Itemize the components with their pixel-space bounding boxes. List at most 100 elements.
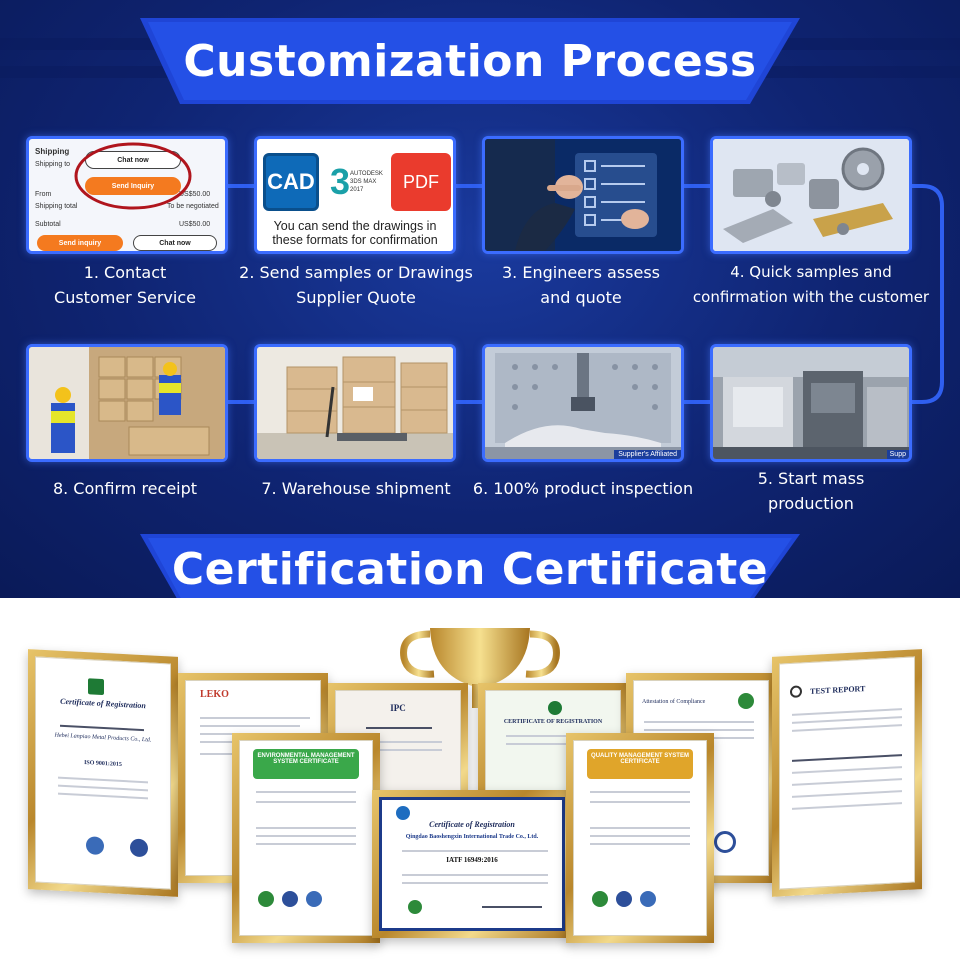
cert-text-line	[590, 843, 690, 845]
certificate-paper: Certificate of Registration Qingdao Baos…	[379, 797, 565, 931]
certificate-frame-test-report: TEST REPORT	[772, 649, 922, 897]
production-illustration	[713, 347, 909, 459]
cert-text-line	[644, 729, 754, 731]
chat-now-bottom-button[interactable]: Chat now	[133, 235, 217, 251]
step5-caption: 5. Start mass production	[700, 466, 922, 516]
price-1: US$50.00	[179, 191, 211, 198]
step8-caption: 8. Confirm receipt	[20, 476, 230, 501]
pdf-icon: PDF	[391, 153, 451, 211]
step4-line2: confirmation with the customer	[692, 288, 930, 306]
cert-text-line	[256, 791, 356, 793]
env-logo-icon	[258, 891, 274, 907]
autodesk-3dsmax-icon: 3 AUTODESK 3DS MAX 2017	[325, 153, 385, 211]
connector-line	[456, 184, 484, 188]
iaf-logo-icon	[130, 838, 148, 858]
process-title-banner: Customization Process	[140, 18, 800, 104]
cert-center-title: Certificate of Registration	[429, 820, 515, 829]
center-seal-icon	[408, 900, 422, 914]
step2-line1: 2. Send samples or Drawings	[239, 263, 473, 282]
cert-text-line	[792, 754, 902, 762]
subtotal-label: Subtotal	[35, 221, 61, 228]
iaf-logo-icon	[616, 891, 632, 907]
send-inquiry-button[interactable]: Send Inquiry	[85, 177, 181, 195]
step2-card-file-formats: CAD 3 AUTODESK 3DS MAX 2017 PDF You can …	[254, 136, 456, 254]
receipt-illustration	[29, 347, 225, 459]
cert-text-line	[58, 776, 148, 784]
certificate-title: Certification Certificate	[171, 543, 769, 595]
step7-line1: 7. Warehouse shipment	[261, 479, 451, 498]
quality-logo-icon	[592, 891, 608, 907]
step8-card-receipt-photo	[26, 344, 228, 462]
cert-green-logo-icon	[548, 701, 562, 715]
row-shipping-to: Shipping to	[35, 161, 71, 168]
cert-center-company: Qingdao Baoshengxin International Trade …	[405, 834, 539, 840]
step6-caption: 6. 100% product inspection	[462, 476, 704, 501]
cert-text-line	[58, 784, 148, 792]
step1-line2: Customer Service	[54, 288, 196, 307]
certificate-frame-quality: QUALITY MANAGEMENT SYSTEM CERTIFICATE	[566, 733, 714, 943]
step7-card-warehouse-photo	[254, 344, 456, 462]
cert-text-line	[590, 791, 690, 793]
step4-line1: 4. Quick samples and	[730, 263, 892, 281]
connector-line	[684, 184, 712, 188]
certificate-paper: Certificate of Registration Hebei Lanpia…	[35, 656, 171, 890]
customization-process-section: Customization Process Shipping Shipping …	[0, 0, 960, 598]
banner-shape	[140, 18, 800, 104]
certificate-paper: TEST REPORT	[779, 656, 915, 890]
cert-text-line	[792, 790, 902, 798]
certificates-section: Certificate of Registration Hebei Lanpia…	[0, 598, 960, 960]
cert-text-line	[792, 708, 902, 716]
cert-text-line	[256, 843, 356, 845]
inspection-illustration	[485, 347, 681, 459]
cert-seal-icon	[714, 831, 736, 853]
cert-center-standard: IATF 16949:2016	[446, 856, 498, 864]
pdf-icon-label: PDF	[403, 171, 439, 192]
step3-card-engineer-photo	[482, 136, 684, 254]
step7-caption: 7. Warehouse shipment	[230, 476, 482, 501]
trophy-icon	[400, 628, 560, 708]
connector-line	[684, 400, 712, 404]
cert-text-line	[792, 724, 902, 732]
cert-quality-title: QUALITY MANAGEMENT SYSTEM CERTIFICATE	[587, 749, 693, 779]
cert-text-line	[792, 766, 902, 774]
autodesk-3: 3	[329, 161, 351, 202]
cert-signature-line	[482, 906, 542, 908]
cert-text-line	[200, 717, 310, 719]
shipping-label: Shipping	[35, 147, 70, 156]
cert-text-line	[506, 743, 602, 745]
step1-line1: 1. Contact	[83, 263, 167, 282]
certificate-paper: QUALITY MANAGEMENT SYSTEM CERTIFICATE	[573, 740, 707, 936]
cert-left-standard: ISO 9001:2015	[84, 760, 122, 768]
step1-caption: 1. Contact Customer Service	[20, 260, 230, 310]
highlight-circle	[74, 142, 192, 210]
cert-text-line	[356, 741, 442, 743]
metal-parts-illustration	[713, 139, 909, 251]
cert-text-line	[792, 802, 902, 810]
supplier-badge: Supp	[886, 450, 909, 459]
cad-icon: CAD	[263, 153, 319, 211]
send-inquiry-bottom-button[interactable]: Send inquiry	[37, 235, 123, 251]
step3-caption: 3. Engineers assess and quote	[478, 260, 684, 310]
connector-line	[456, 400, 484, 404]
center-cert-logo-icon	[396, 806, 410, 820]
cert-text-line	[792, 778, 902, 786]
autodesk-label: AUTODESK 3DS MAX 2017	[350, 171, 383, 193]
cert-compliance-title: Attestation of Compliance	[642, 699, 706, 705]
step6-card-inspection-photo: Supplier's Affiliated	[482, 344, 684, 462]
cert-text-line	[60, 724, 144, 732]
cert-green-title: CERTIFICATE OF REGISTRATION	[503, 719, 603, 725]
compliance-logo-icon	[738, 693, 754, 709]
cert-text-line	[200, 725, 300, 727]
cert-env-title: ENVIRONMENTAL MANAGEMENT SYSTEM CERTIFIC…	[253, 749, 359, 779]
cnas-logo-icon	[306, 891, 322, 907]
step4-card-samples-photo	[710, 136, 912, 254]
certificate-frame-environmental: ENVIRONMENTAL MANAGEMENT SYSTEM CERTIFIC…	[232, 733, 380, 943]
process-title: Customization Process	[183, 35, 757, 87]
step2-caption: 2. Send samples or Drawings Supplier Quo…	[230, 260, 482, 310]
row-from: From	[35, 191, 52, 198]
file-formats-caption: You can send the drawings in these forma…	[272, 219, 438, 247]
cert-text-line	[58, 792, 148, 800]
cert-text-line	[402, 850, 548, 852]
engineer-illustration	[485, 139, 681, 251]
step4-caption: 4. Quick samples and confirmation with t…	[690, 260, 932, 310]
